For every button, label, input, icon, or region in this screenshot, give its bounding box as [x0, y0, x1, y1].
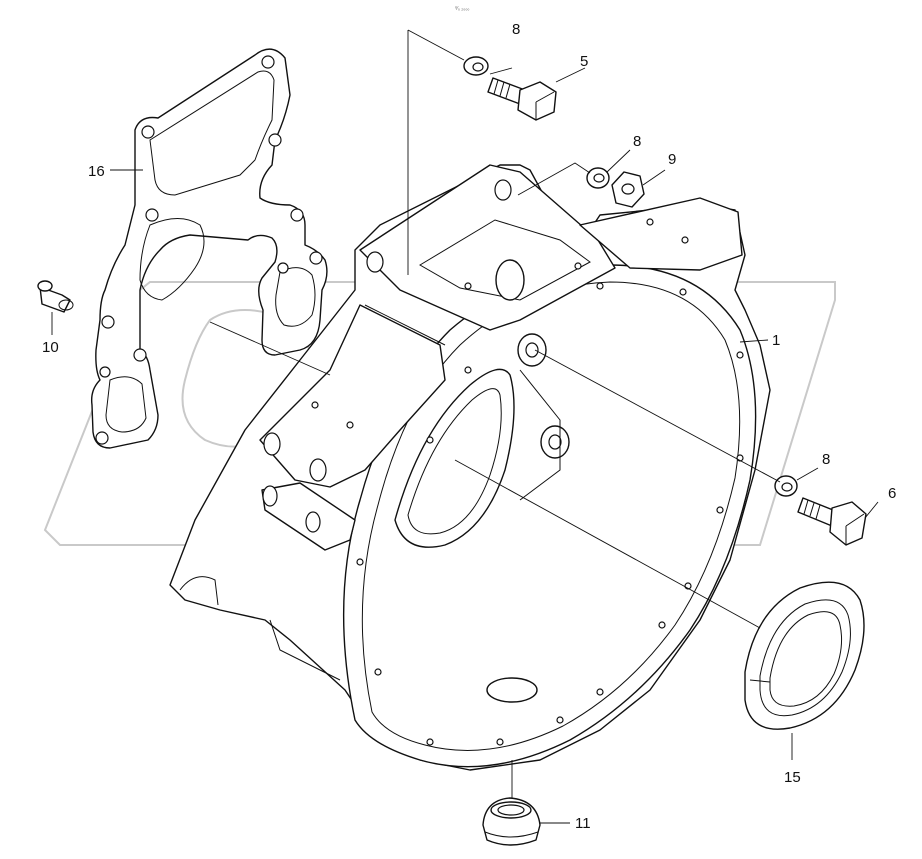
- gasket-part-16: [90, 48, 328, 449]
- callout-1: 1: [772, 332, 780, 349]
- nut-part-9: [611, 171, 645, 208]
- callout-8-lower: 8: [822, 451, 830, 468]
- washer-part-8-mid: [586, 167, 610, 189]
- plug-part-11: [482, 797, 541, 846]
- corner-mark: ⁰⁄₀ ₂₀₀₀: [455, 6, 469, 12]
- callout-8-top: 8: [512, 21, 520, 38]
- callout-labels: 1 5 6 8 8 8 9 10 11 15 16: [42, 21, 896, 832]
- bolt-part-5: [487, 77, 557, 121]
- callout-15: 15: [784, 769, 801, 786]
- oil-seal-part-15: [744, 581, 865, 730]
- callout-8-mid: 8: [633, 133, 641, 150]
- callout-16: 16: [88, 163, 105, 180]
- callout-6: 6: [888, 485, 896, 502]
- bolt-part-6: [797, 497, 867, 546]
- leader-lines: [51, 29, 879, 824]
- callout-5: 5: [580, 53, 588, 70]
- callout-9: 9: [668, 151, 676, 168]
- washer-part-8-lower: [774, 475, 798, 497]
- flywheel-housing-part-1: [169, 164, 771, 771]
- dowel-pin-part-10: [37, 280, 74, 313]
- washer-part-8-top: [463, 56, 489, 76]
- callout-11: 11: [575, 815, 591, 832]
- callout-10: 10: [42, 339, 59, 356]
